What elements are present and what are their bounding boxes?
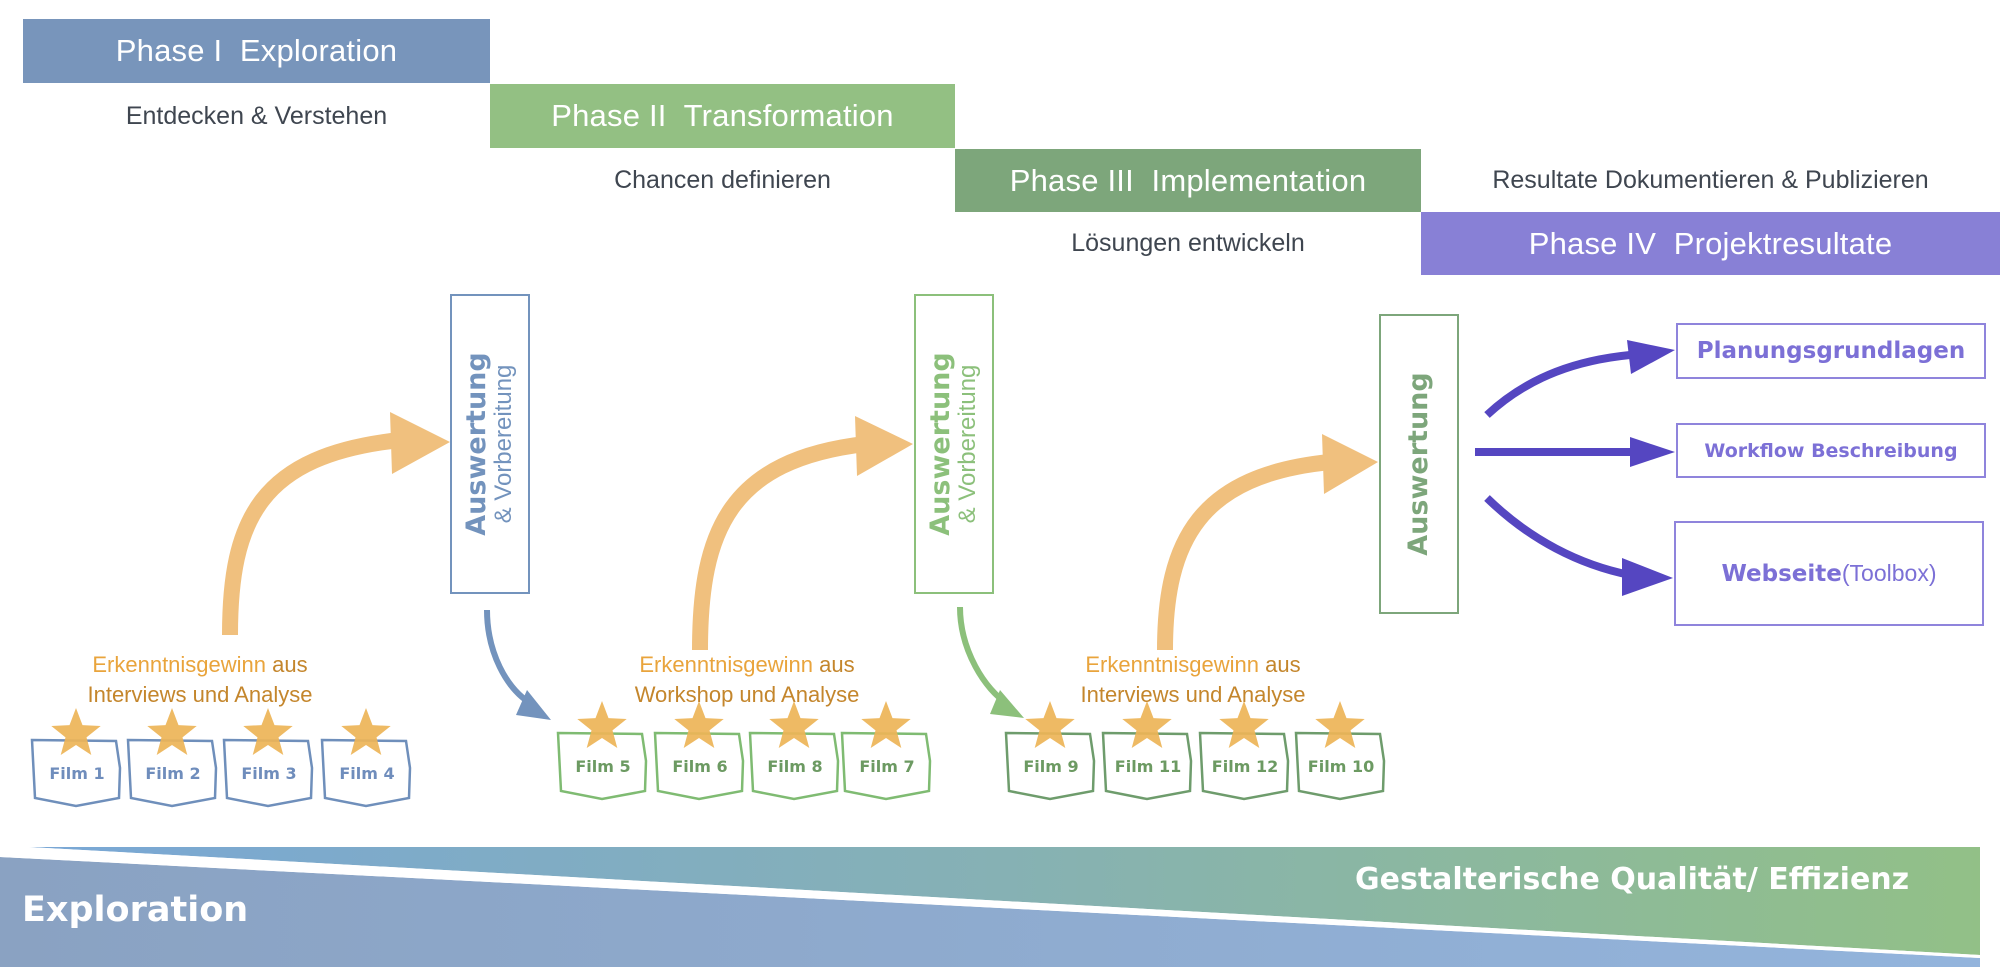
star-icon [577,701,627,748]
evaluation-box-1-subtitle: & Vorbereitung [490,364,518,524]
star-icon [51,708,101,755]
film-shape [222,738,314,808]
film-label: Film 3 [241,764,297,783]
star-icon [1315,701,1365,748]
bottom-band [0,847,1980,967]
film-shape [1294,731,1386,801]
film-label: Film 9 [1023,757,1079,776]
band-label-quality: Gestalterische Qualität/ Effizienz [1355,862,1910,897]
film-shape [1198,731,1290,801]
phase-1-bar: Phase I Exploration [23,19,490,83]
film-label: Film 5 [575,757,631,776]
film-label: Film 10 [1307,757,1375,776]
star-icon [341,708,391,755]
insight-1-rest: aus [266,652,308,677]
evaluation-box-2-title: Auswertung [925,352,957,536]
film-shape [320,738,412,808]
orange-arrow-3 [1157,434,1378,651]
star-icon [1025,701,1075,748]
insight-caption-1: Erkenntnisgewinn aus Interviews und Anal… [50,650,350,710]
evaluation-box-2-subtitle: & Vorbereitung [954,364,982,524]
film-shape [653,731,745,801]
blue-arrow-down [484,609,551,720]
film-label: Film 4 [339,764,395,783]
insight-1-highlight: Erkenntnisgewinn [92,652,267,677]
star-icon [769,701,819,748]
star-icon [147,708,197,755]
film-label: Film 11 [1114,757,1182,776]
phase-1-label: Phase I Exploration [115,33,398,68]
result-3-bold: Webseite [1721,560,1842,587]
film-shape [1004,731,1096,801]
insight-3-highlight: Erkenntnisgewinn [1085,652,1260,677]
evaluation-box-3-title: Auswertung [1402,372,1434,556]
insight-caption-3: Erkenntnisgewinn aus Interviews und Anal… [1043,650,1343,710]
film-label: Film 2 [145,764,201,783]
result-planungsgrundlagen: Planungsgrundlagen [1676,323,1986,379]
insight-2-highlight: Erkenntnisgewinn [639,652,814,677]
evaluation-box-1: Auswertung & Vorbereitung [450,294,530,594]
result-2-bold: Workflow Beschreibung [1704,439,1958,462]
band-lower [0,857,1980,967]
phase-3-subtitle: Lösungen entwickeln [1071,228,1305,257]
film-shape [840,731,932,801]
star-icon [861,701,911,748]
film-label: Film 8 [767,757,823,776]
band-label-exploration: Exploration [22,890,249,930]
star-icon [243,708,293,755]
phase-1-subtitle: Entdecken & Verstehen [125,101,388,130]
phase-3-label: Phase III Implementation [1009,162,1367,198]
insight-3-rest: aus [1259,652,1301,677]
purple-arrow-webseite [1484,495,1673,596]
insight-2-line2: Workshop und Analyse [634,682,860,707]
result-1-bold: Planungsgrundlagen [1696,338,1966,364]
phase-4-label: Phase IV Projektresultate [1528,225,1893,261]
film-shape [126,738,218,808]
evaluation-box-2: Auswertung & Vorbereitung [914,294,994,594]
green-arrow-down [957,606,1024,718]
film-label: Film 12 [1211,757,1279,776]
film-label: Film 1 [49,764,105,783]
phase-4-bar: Phase IV Projektresultate [1421,212,2000,275]
star-icon [1219,701,1269,748]
purple-arrow-planung [1484,340,1675,418]
result-webseite: Webseite (Toolbox) [1674,521,1984,626]
result-workflow: Workflow Beschreibung [1676,423,1986,478]
result-3-normal: (Toolbox) [1841,560,1937,586]
purple-arrow-workflow [1475,437,1675,467]
phase-4-subtitle: Resultate Dokumentieren & Publizieren [1492,165,1929,194]
film-label: Film 7 [859,757,915,776]
orange-arrow-1 [222,412,450,636]
orange-arrow-2 [692,416,913,651]
phase-2-subtitle: Chancen definieren [614,165,831,194]
film-label: Film 6 [672,757,728,776]
insight-2-rest: aus [813,652,855,677]
star-icon [674,701,724,748]
star-icon [1122,701,1172,748]
phase-2-bar: Phase II Transformation [490,84,955,148]
band-divider [0,847,1980,958]
film-shape [1101,731,1193,801]
insight-1-line2: Interviews und Analyse [87,682,313,707]
film-shape [30,738,122,808]
insight-caption-2: Erkenntnisgewinn aus Workshop und Analys… [597,650,897,710]
film-shape [748,731,840,801]
film-shape [556,731,648,801]
phase-2-label: Phase II Transformation [551,98,894,133]
evaluation-box-1-title: Auswertung [461,352,493,536]
evaluation-box-3: Auswertung [1379,314,1459,614]
insight-3-line2: Interviews und Analyse [1080,682,1306,707]
films-layer [30,701,1386,808]
phase-3-bar: Phase III Implementation [955,149,1421,212]
